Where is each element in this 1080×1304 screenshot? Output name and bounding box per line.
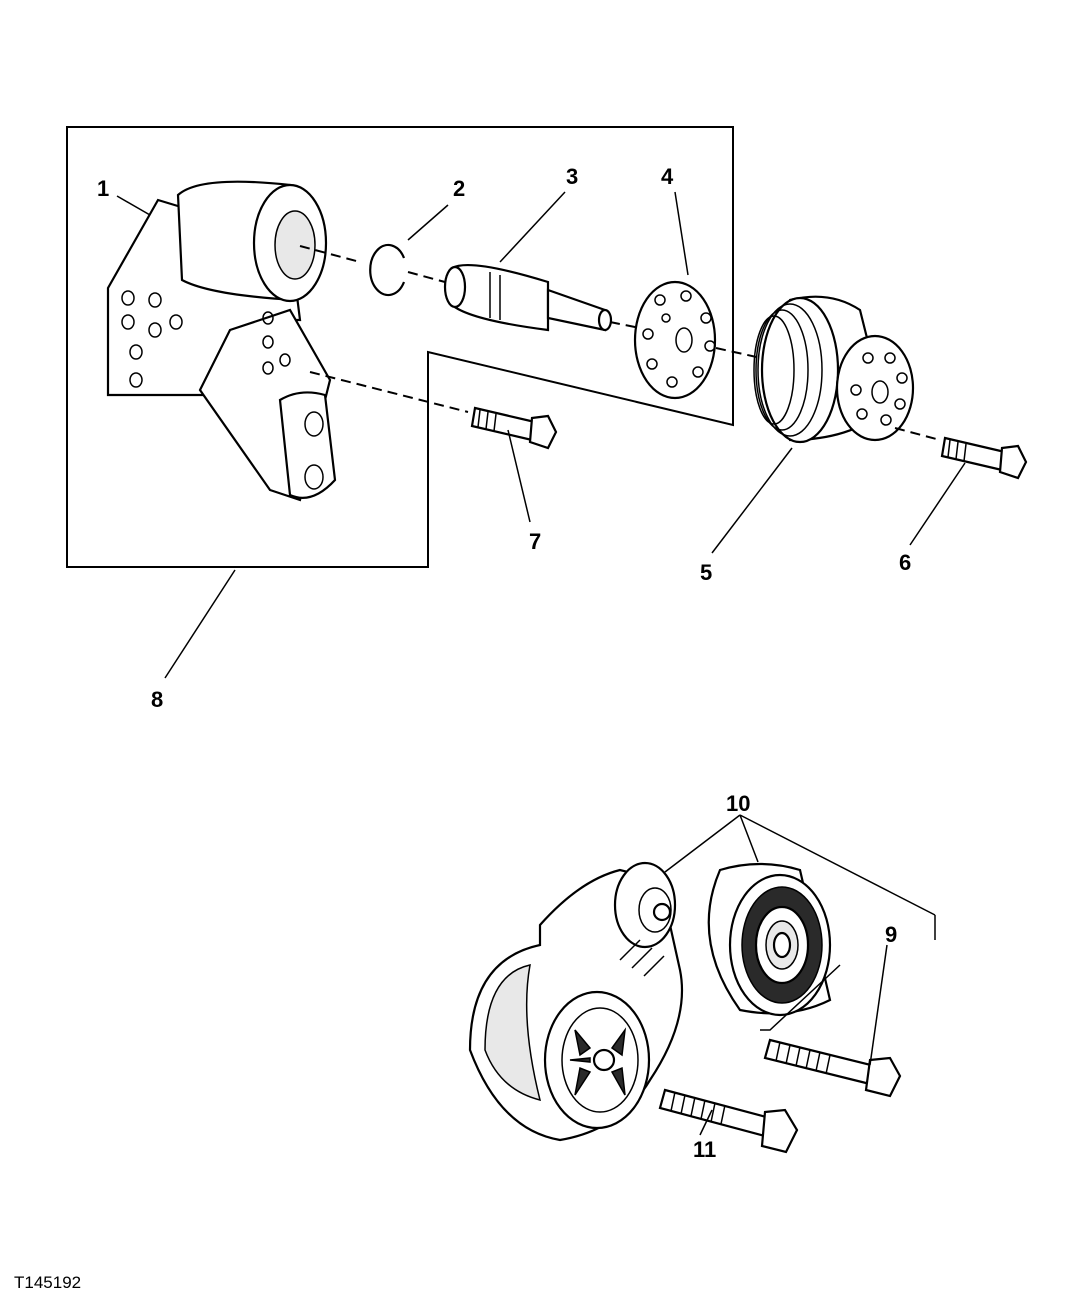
callout-11: 11 xyxy=(693,1137,716,1162)
callout-10: 10 xyxy=(726,791,750,816)
callout-7: 7 xyxy=(529,529,541,554)
assembly-8-enclosure xyxy=(66,126,734,568)
callout-4: 4 xyxy=(661,164,674,189)
callout-8: 8 xyxy=(151,687,163,712)
cap-screw-7-part xyxy=(309,371,558,450)
callout-6: 6 xyxy=(899,550,911,575)
idler-shaft-part xyxy=(443,263,613,332)
callout-5: 5 xyxy=(700,560,712,585)
hub-plate-part xyxy=(633,280,717,400)
callout-3: 3 xyxy=(566,164,578,189)
callout-9: 9 xyxy=(885,922,897,947)
grooved-pulley-part xyxy=(753,295,915,444)
belt-tensioner-part xyxy=(468,861,684,1142)
callout-labels: 1 2 3 4 5 6 7 8 9 10 11 xyxy=(97,164,911,1162)
callout-2: 2 xyxy=(453,176,465,201)
callout-1: 1 xyxy=(97,176,109,201)
idler-pulley-part xyxy=(707,862,832,1017)
leader-lines xyxy=(116,191,966,1136)
mounting-bracket-part xyxy=(106,180,337,502)
cap-screw-6-part xyxy=(940,436,1028,480)
cap-screw-11-part xyxy=(658,1088,799,1154)
snap-ring-part xyxy=(369,243,406,297)
cap-screw-9-part xyxy=(763,1038,902,1098)
figure-id: T145192 xyxy=(14,1273,81,1292)
